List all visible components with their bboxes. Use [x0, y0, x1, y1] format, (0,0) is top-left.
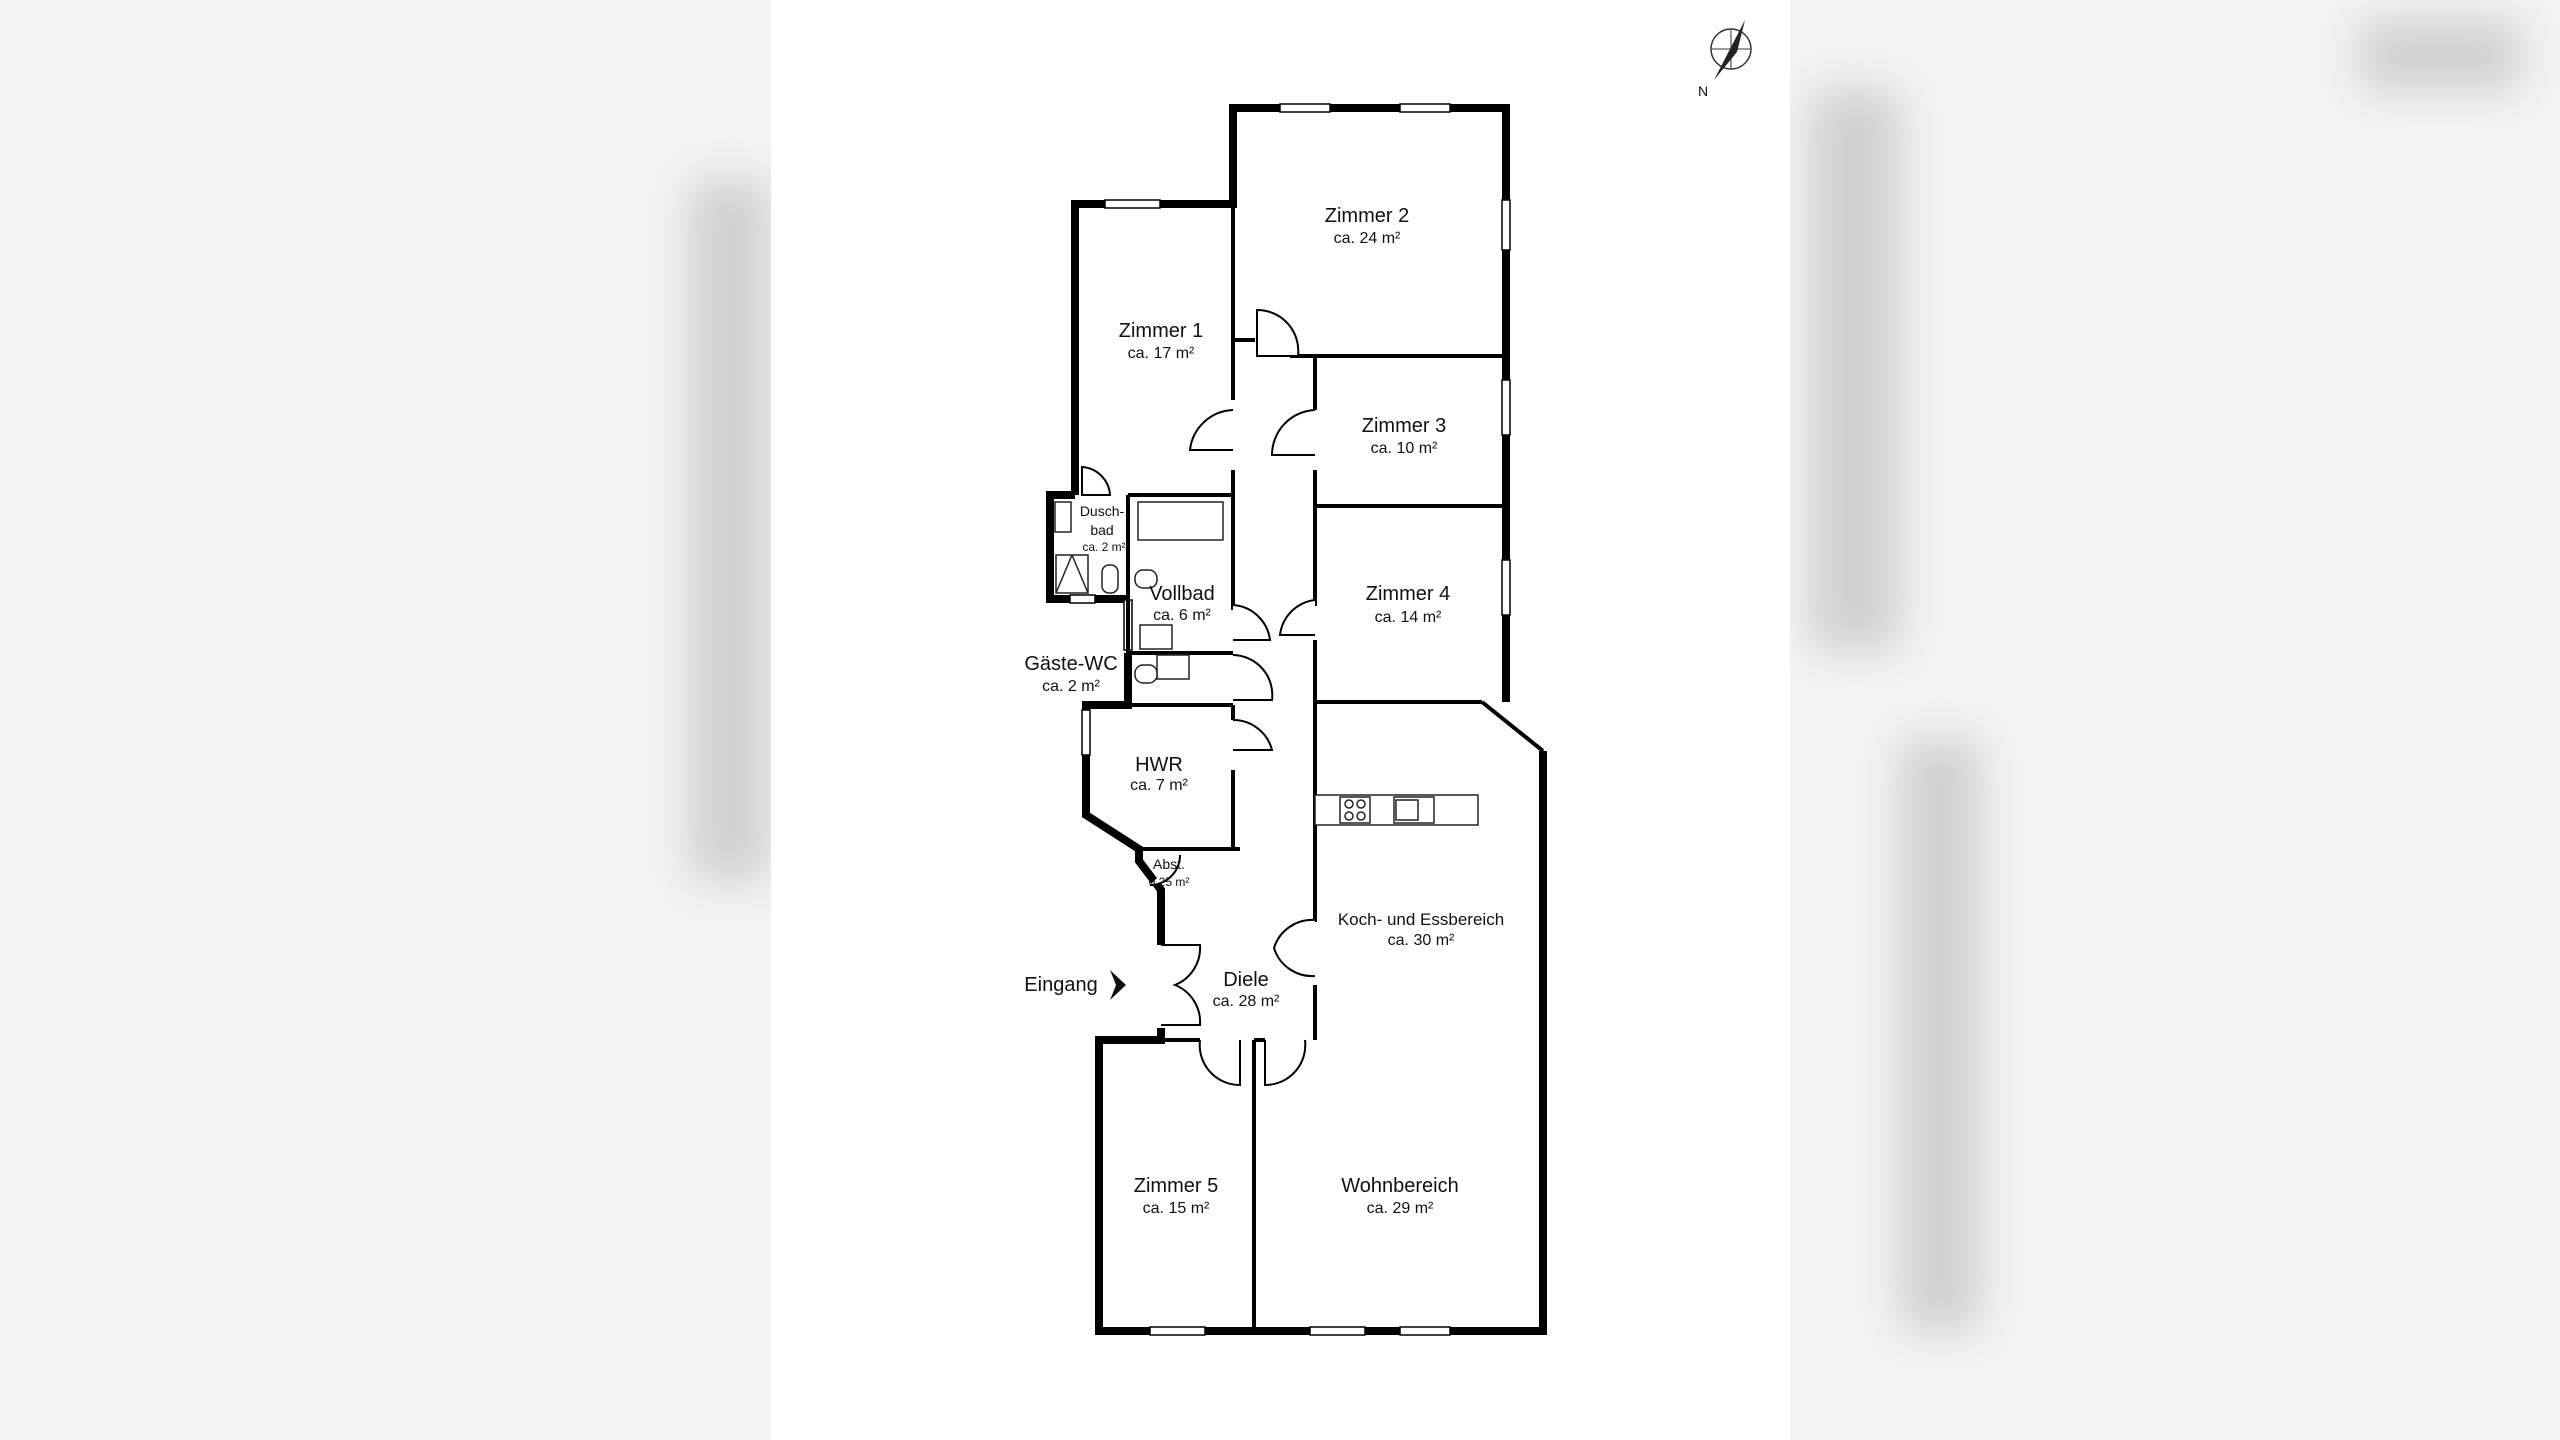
room-name: Gäste-WC	[1024, 653, 1117, 675]
room-area: ca. 14 m²	[1375, 609, 1442, 626]
room-area: ca. 15 m²	[1143, 1200, 1210, 1217]
compass-icon	[1710, 20, 1752, 80]
room-name: Diele	[1223, 969, 1269, 991]
stove-icon	[1339, 796, 1371, 824]
compass-north-label: N	[1698, 83, 1708, 99]
room-area: ca. 28 m²	[1213, 993, 1280, 1010]
room-name: HWR	[1135, 754, 1183, 776]
room-name: Dusch-	[1080, 503, 1125, 519]
room-area: ca. 6 m²	[1153, 607, 1211, 624]
room-name: Abst.	[1153, 856, 1185, 872]
room-area: ca. 2 m²	[1082, 540, 1125, 554]
doors	[1081, 308, 1316, 1087]
room-area: ca. 29 m²	[1367, 1200, 1434, 1217]
room-name: Vollbad	[1149, 583, 1215, 605]
room-name: Zimmer 1	[1119, 320, 1203, 342]
toilet-icon	[1101, 564, 1119, 594]
room-area: ca. 2 m²	[1042, 678, 1100, 695]
room-area: 0,25 m²	[1149, 875, 1190, 889]
windows	[1069, 103, 1511, 1336]
sink-icon	[1156, 654, 1190, 680]
toilet-icon	[1134, 569, 1158, 589]
entrance-arrow-icon	[1110, 970, 1126, 1000]
floor-plan-panel	[771, 0, 1790, 1440]
room-name-line2: bad	[1090, 522, 1113, 538]
room-name: Wohnbereich	[1341, 1175, 1458, 1197]
interior-walls	[1126, 108, 1506, 1331]
blurred-background-shape	[1900, 740, 1980, 1330]
shower-icon	[1055, 554, 1089, 594]
room-name: Koch- und Essbereich	[1338, 910, 1504, 929]
kitchen-sink-icon	[1393, 796, 1435, 824]
toilet-icon	[1134, 664, 1158, 684]
room-area: ca. 24 m²	[1334, 230, 1401, 247]
fixtures	[1054, 501, 1479, 826]
room-area: ca. 30 m²	[1388, 932, 1455, 949]
entrance-label: Eingang	[1024, 974, 1097, 996]
room-area: ca. 17 m²	[1128, 345, 1195, 362]
shower-sink-icon	[1054, 501, 1072, 533]
room-name: Zimmer 2	[1325, 205, 1409, 227]
bathtub-icon	[1137, 501, 1224, 541]
blurred-background-shape	[1810, 90, 1900, 650]
room-name: Zimmer 4	[1366, 583, 1450, 605]
blurred-background-shape	[690, 180, 770, 880]
sink-icon	[1139, 624, 1173, 650]
blurred-background-shape	[2360, 20, 2520, 90]
room-area: ca. 10 m²	[1371, 440, 1438, 457]
room-name: Zimmer 5	[1134, 1175, 1218, 1197]
room-name: Zimmer 3	[1362, 415, 1446, 437]
room-area: ca. 7 m²	[1130, 777, 1188, 794]
exterior-walls	[1046, 104, 1547, 1335]
